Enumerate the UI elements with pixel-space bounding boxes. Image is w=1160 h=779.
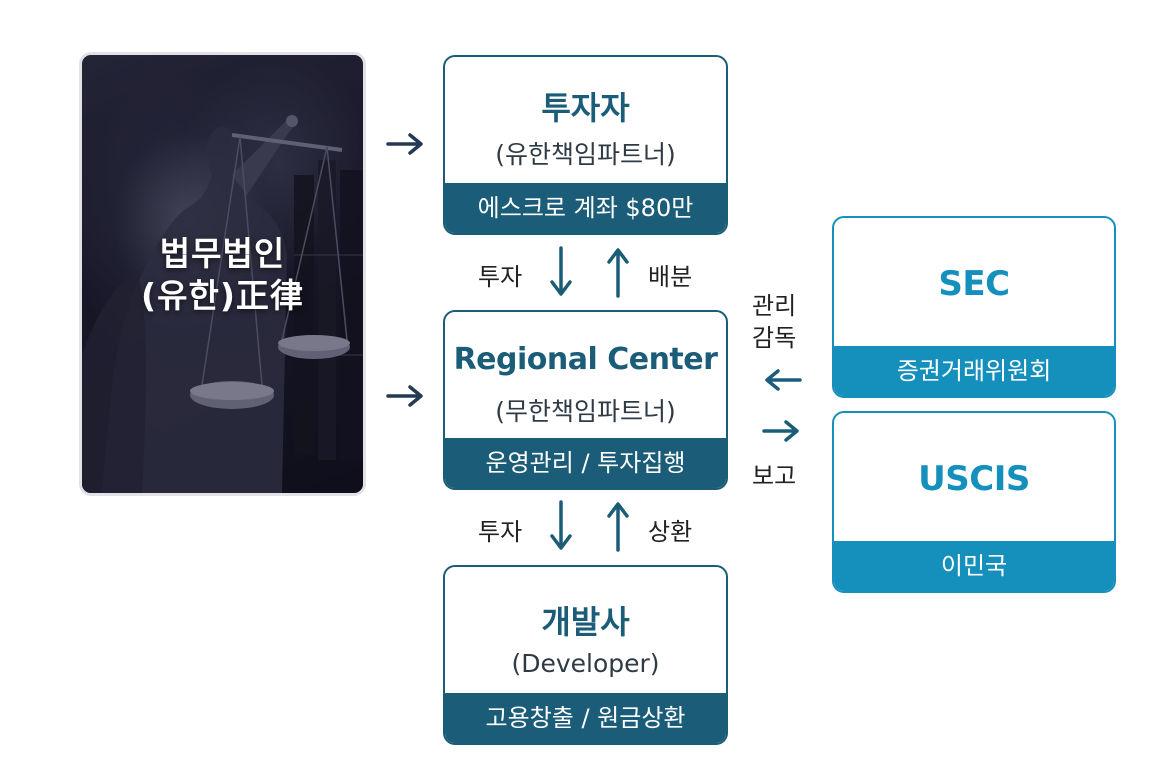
arrow-up-icon [607,248,629,298]
flow-label-distribution: 배분 [648,263,693,291]
arrow-right-to-regional-center-icon [386,385,423,407]
law-firm-name-line2: (유한)正律 [141,276,304,315]
regional-center-band: 운영관리 / 투자집행 [445,438,726,488]
developer-subtitle: (Developer) [511,649,660,678]
arrow-left-icon [765,369,802,391]
developer-band: 고용창출 / 원금상환 [445,693,726,743]
regional-center-subtitle: (무한책임파트너) [495,397,676,426]
supervision-line1: 관리 [752,292,797,320]
flow-label-report: 보고 [752,462,797,490]
investor-box: 투자자 (유한책임파트너) 에스크로 계좌 $80만 [443,55,728,235]
lady-justice-image [82,55,363,493]
developer-title: 개발사 [541,603,630,641]
investor-band: 에스크로 계좌 $80만 [445,183,726,233]
sec-box: SEC 증권거래위원회 [832,216,1116,398]
law-firm-name-line1: 법무법인 [159,234,286,273]
uscis-title: USCIS [918,459,1030,499]
flow-label-invest-top: 투자 [478,263,523,291]
arrow-right-icon [762,420,799,442]
law-firm-name: 법무법인 (유한)正律 [82,233,363,317]
uscis-band: 이민국 [834,541,1114,591]
flow-label-repayment: 상환 [648,518,693,546]
developer-box: 개발사 (Developer) 고용창출 / 원금상환 [443,565,728,745]
investor-subtitle: (유한책임파트너) [495,140,676,169]
flow-label-invest-bottom: 투자 [478,518,523,546]
arrow-right-to-investor-icon [386,133,423,155]
investor-title: 투자자 [541,89,630,127]
law-firm-card: 법무법인 (유한)正律 [79,52,366,496]
arrow-down-icon [550,500,572,550]
flow-label-supervision: 관리 감독 [752,290,796,354]
regional-center-title: Regional Center [453,342,718,377]
regional-center-box: Regional Center (무한책임파트너) 운영관리 / 투자집행 [443,310,728,490]
arrow-down-icon [550,246,572,296]
uscis-box: USCIS 이민국 [832,411,1116,593]
sec-band: 증권거래위원회 [834,346,1114,396]
supervision-line2: 감독 [752,324,797,352]
sec-title: SEC [938,264,1010,304]
arrow-up-icon [607,502,629,552]
